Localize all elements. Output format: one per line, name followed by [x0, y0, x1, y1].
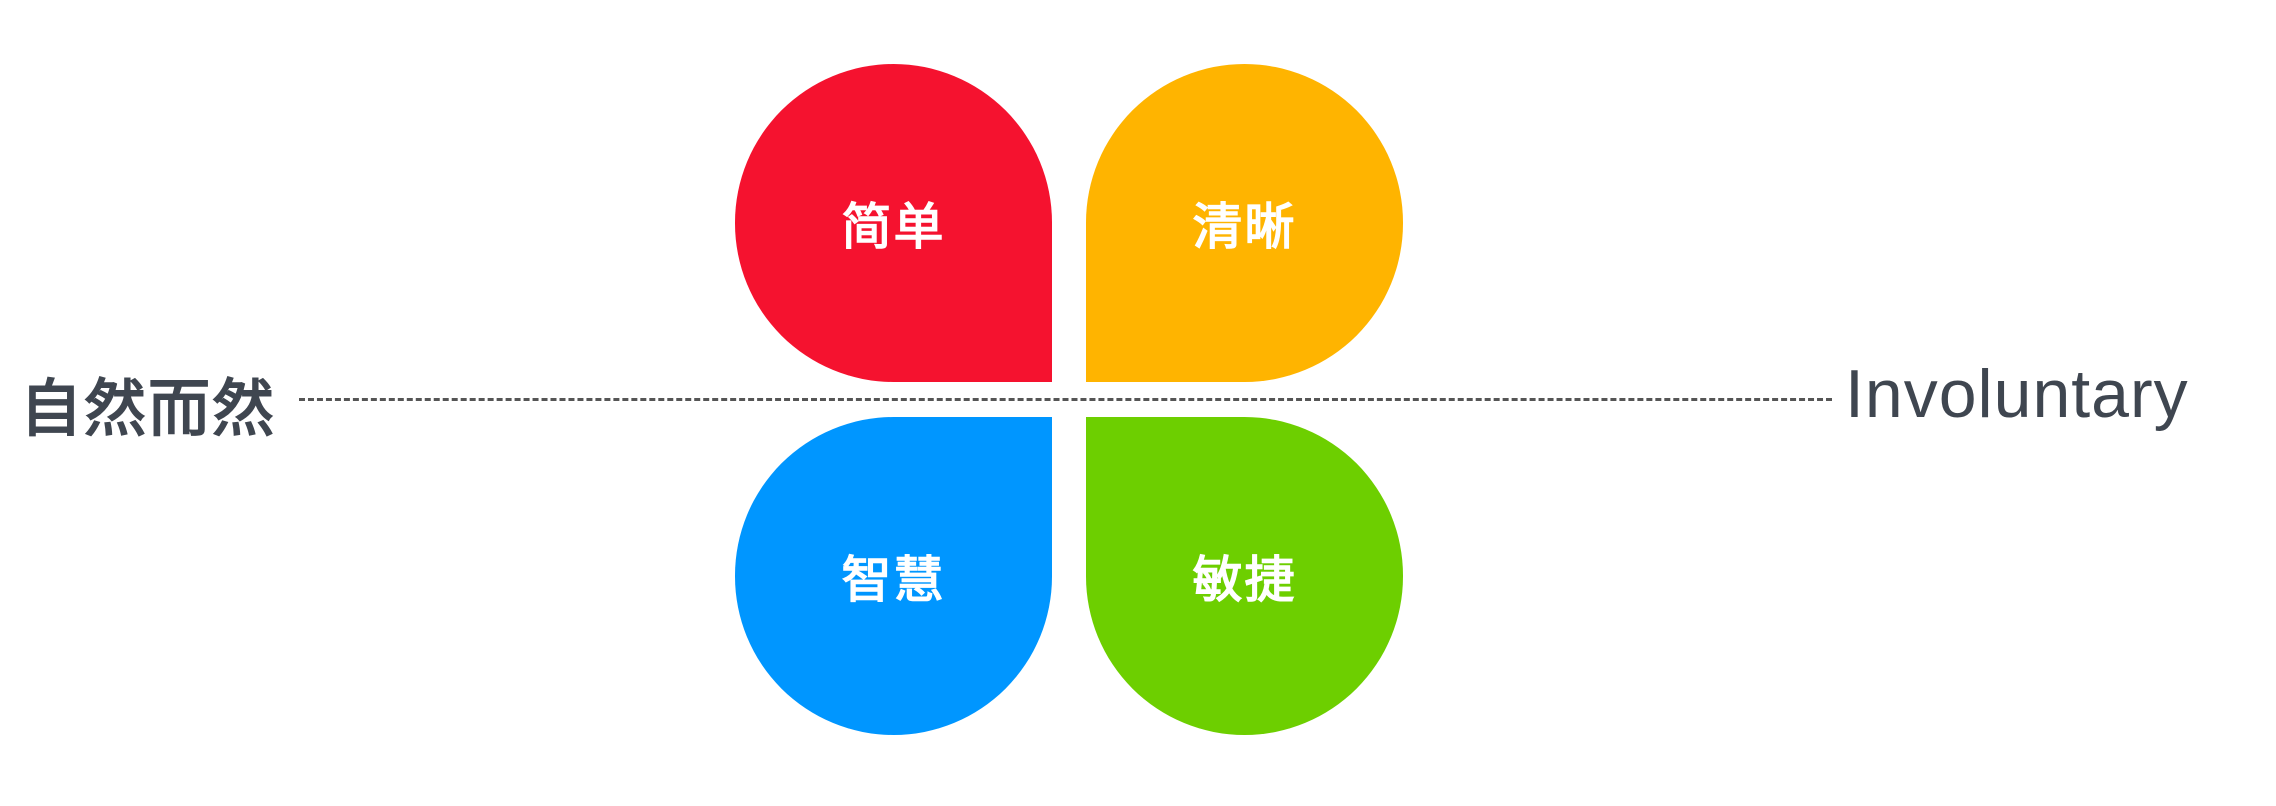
petal-agile: 敏捷 [1086, 417, 1403, 735]
petal-label: 智慧 [841, 551, 946, 609]
petal-label: 清晰 [1192, 198, 1297, 256]
petal-label: 简单 [841, 198, 946, 256]
petal-wisdom: 智慧 [735, 417, 1052, 735]
petal-simple: 简单 [735, 64, 1052, 382]
axis-right-label: Involuntary [1845, 356, 2189, 432]
axis-left-label: 自然而然 [20, 372, 277, 445]
petal-clear: 清晰 [1086, 64, 1403, 382]
dashed-axis-line [299, 398, 1832, 401]
petal-label: 敏捷 [1192, 551, 1297, 609]
